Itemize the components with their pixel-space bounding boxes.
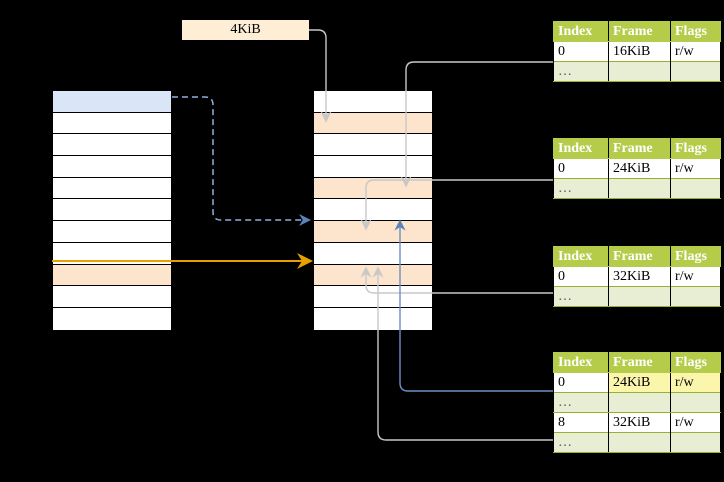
virtual-address-space-row xyxy=(53,91,171,113)
table-row: … xyxy=(553,178,721,199)
table-cell: r/w xyxy=(670,372,721,393)
table-cell xyxy=(670,286,721,307)
table-cell: 16KiB xyxy=(608,41,671,62)
table-row: … xyxy=(553,61,721,82)
table-cell: r/w xyxy=(670,158,721,179)
virtual-address-space-row xyxy=(53,134,171,157)
table-row: … xyxy=(553,432,721,453)
column-header-index: Index xyxy=(553,138,609,159)
table-cell: … xyxy=(553,286,609,307)
table-cell xyxy=(608,392,671,413)
table-cell xyxy=(670,61,721,82)
table-cell xyxy=(670,432,721,453)
column-header-flags: Flags xyxy=(670,246,721,267)
column-header-frame: Frame xyxy=(608,246,671,267)
virtual-address-space-row xyxy=(53,112,171,135)
table-cell xyxy=(670,392,721,413)
physical-memory-row xyxy=(314,221,432,243)
physical-memory-row xyxy=(314,91,432,113)
table-cell xyxy=(608,178,671,199)
column-header-frame: Frame xyxy=(608,138,671,159)
physical-memory-row xyxy=(314,177,432,200)
column-header-index: Index xyxy=(553,246,609,267)
virtual-address-space-row xyxy=(53,286,171,308)
wire-vaddr-to-frame-dashed xyxy=(172,96,311,226)
virtual-address-space-row xyxy=(53,221,171,243)
physical-memory-row xyxy=(314,307,432,330)
virtual-address-space-row xyxy=(53,177,171,200)
table-cell: r/w xyxy=(670,41,721,62)
virtual-address-space-column xyxy=(52,90,172,330)
table-cell: 0 xyxy=(553,41,609,62)
table-cell xyxy=(608,286,671,307)
table-cell xyxy=(608,432,671,453)
virtual-address-space-row xyxy=(53,264,171,287)
table-cell: 0 xyxy=(553,266,609,287)
table-cell: 8 xyxy=(553,412,609,433)
column-header-index: Index xyxy=(553,352,609,373)
virtual-address-space-row xyxy=(53,242,171,265)
virtual-address-space-row xyxy=(53,307,171,330)
column-header-frame: Frame xyxy=(608,352,671,373)
physical-memory-row xyxy=(314,112,432,135)
column-header-flags: Flags xyxy=(670,138,721,159)
column-header-index: Index xyxy=(553,21,609,42)
table-cell: … xyxy=(553,392,609,413)
table-cell xyxy=(608,61,671,82)
physical-memory-row xyxy=(314,242,432,265)
physical-memory-row xyxy=(314,286,432,308)
virtual-address-space-row xyxy=(53,199,171,222)
table-row: … xyxy=(553,286,721,307)
table-cell: 32KiB xyxy=(608,412,671,433)
table-cell: 0 xyxy=(553,372,609,393)
table-cell xyxy=(670,178,721,199)
physical-memory-row xyxy=(314,199,432,222)
table-cell: 24KiB xyxy=(608,372,671,393)
table-cell: … xyxy=(553,178,609,199)
virtual-address-space-row xyxy=(53,156,171,178)
table-cell: … xyxy=(553,432,609,453)
table-cell: r/w xyxy=(670,412,721,433)
table-row: … xyxy=(553,392,721,413)
physical-memory-row xyxy=(314,134,432,157)
column-header-frame: Frame xyxy=(608,21,671,42)
table-cell: r/w xyxy=(670,266,721,287)
table-cell: … xyxy=(553,61,609,82)
table-cell: 32KiB xyxy=(608,266,671,287)
table-cell: 24KiB xyxy=(608,158,671,179)
size-label-text: 4KiB xyxy=(230,22,261,37)
physical-memory-row xyxy=(314,156,432,178)
column-header-flags: Flags xyxy=(670,21,721,42)
physical-memory-column xyxy=(313,90,433,330)
physical-memory-row xyxy=(314,264,432,287)
table-cell: 0 xyxy=(553,158,609,179)
size-label-4kib: 4KiB xyxy=(182,20,309,40)
column-header-flags: Flags xyxy=(670,352,721,373)
